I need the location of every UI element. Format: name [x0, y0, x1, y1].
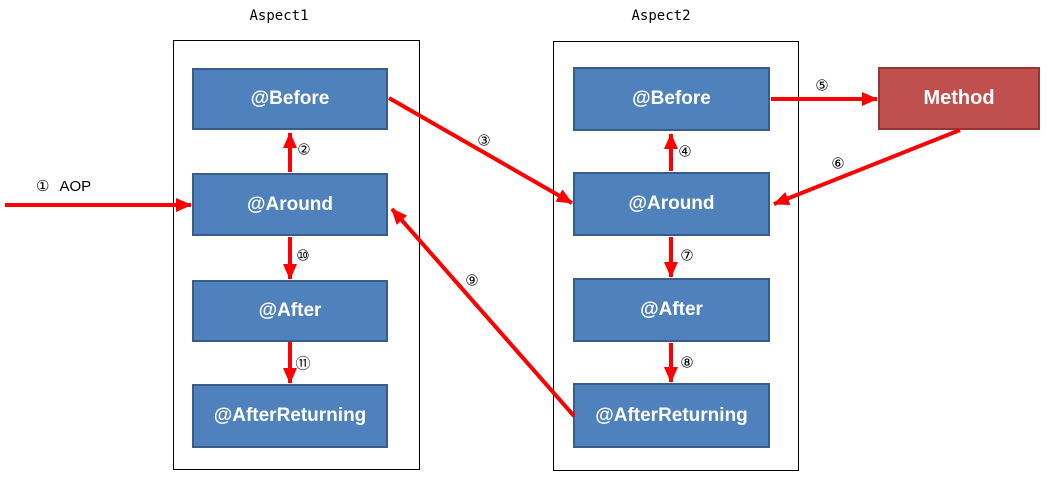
arrow-5-number: ⑤: [815, 77, 829, 95]
arrow-3-number: ③: [477, 132, 491, 150]
arrow-1-number: ①: [36, 178, 50, 195]
arrow-8-number: ⑧: [680, 354, 694, 372]
entry-aop-label: ① AOP: [36, 178, 92, 196]
aspect1-around-box: @Around: [192, 173, 388, 236]
arrow-6-number: ⑥: [831, 155, 845, 173]
aspect1-before-box: @Before: [192, 68, 388, 130]
arrow-10-number: ⑩: [296, 247, 310, 265]
arrow-4-number: ④: [678, 143, 692, 161]
arrow-9-number: ⑨: [465, 272, 479, 290]
method-box: Method: [878, 67, 1040, 130]
aspect2-around-box: @Around: [573, 172, 770, 236]
arrow-6-line: [773, 128, 961, 206]
arrow-7-number: ⑦: [680, 247, 694, 265]
aspect2-afterreturning-box: @AfterReturning: [573, 383, 770, 448]
arrow-1-text: AOP: [59, 178, 92, 195]
aspect2-before-box: @Before: [573, 67, 770, 131]
aspect1-title: Aspect1: [249, 8, 309, 24]
aspect1-after-box: @After: [192, 280, 388, 342]
arrow-2-number: ②: [297, 141, 311, 159]
aspect1-afterreturning-box: @AfterReturning: [192, 384, 388, 448]
arrow-11-number: ⑪: [295, 355, 311, 373]
aspect2-after-box: @After: [573, 278, 770, 342]
aspect2-title: Aspect2: [631, 8, 691, 24]
